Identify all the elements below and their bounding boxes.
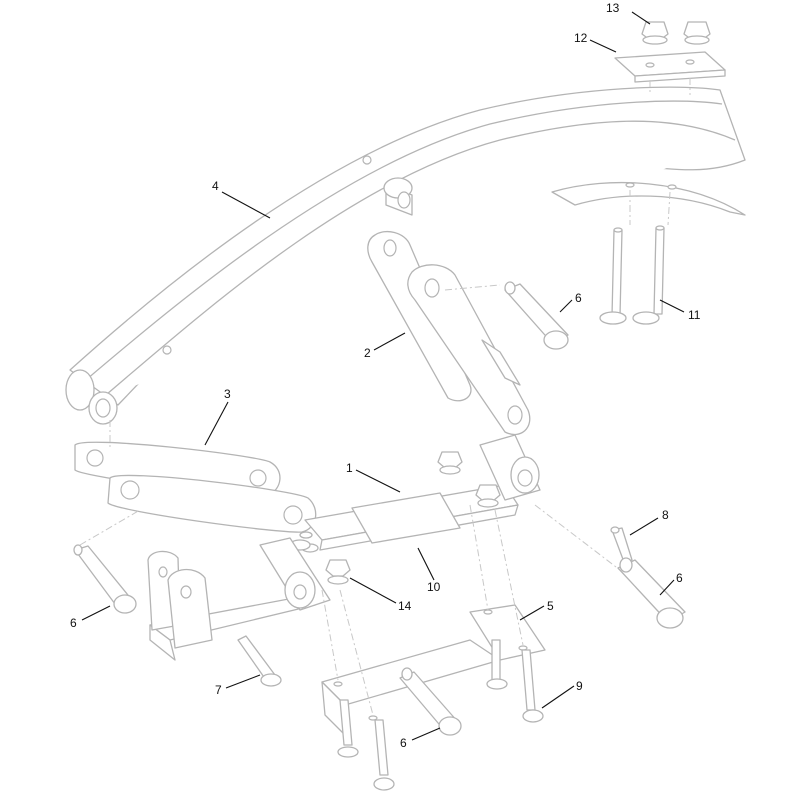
cotter-pin bbox=[610, 526, 633, 563]
base-plate bbox=[289, 484, 519, 553]
callout-2: 2 bbox=[364, 346, 371, 360]
callout-12: 12 bbox=[574, 31, 588, 45]
rocker-tube bbox=[479, 434, 541, 501]
carriage-bolt-a bbox=[599, 227, 627, 325]
base-nut-right bbox=[475, 484, 501, 508]
hex-bolt-b bbox=[373, 719, 395, 791]
clevis-pin-upper bbox=[504, 281, 569, 350]
callout-5: 5 bbox=[547, 599, 554, 613]
callout-6-right: 6 bbox=[676, 571, 683, 585]
callout-11: 11 bbox=[688, 308, 701, 322]
carriage-bolt-b bbox=[632, 225, 665, 325]
callout-6-upper: 6 bbox=[575, 291, 582, 305]
hex-bolt-a bbox=[337, 699, 359, 758]
hex-bolt-c bbox=[486, 639, 508, 690]
pivot-bushing bbox=[383, 177, 413, 216]
callout-1: 1 bbox=[346, 461, 353, 475]
link-plate-rear bbox=[367, 231, 472, 402]
callout-14: 14 bbox=[398, 599, 412, 613]
callout-10: 10 bbox=[427, 580, 441, 594]
clevis-pin-right bbox=[617, 557, 686, 629]
callout-7: 7 bbox=[215, 683, 222, 697]
callout-6-lower: 6 bbox=[400, 736, 407, 750]
base-nut-front bbox=[325, 559, 351, 585]
callout-8: 8 bbox=[662, 508, 669, 522]
small-pin bbox=[237, 635, 282, 687]
clamp-plate bbox=[321, 604, 546, 741]
lower-link-front bbox=[107, 474, 317, 533]
arm-underplate bbox=[551, 181, 746, 216]
base-nut-rear bbox=[437, 451, 463, 475]
clevis-pin-left bbox=[73, 544, 137, 614]
clevis-pin-lower bbox=[399, 667, 462, 736]
flange-nut-b bbox=[683, 21, 711, 45]
small-washer bbox=[299, 531, 313, 539]
leader-lines bbox=[81, 11, 685, 741]
clevis-bracket bbox=[147, 550, 213, 649]
mount-plate bbox=[614, 51, 726, 83]
callout-13: 13 bbox=[606, 1, 620, 15]
link-plate-front bbox=[407, 264, 531, 436]
callout-9: 9 bbox=[576, 679, 583, 693]
hex-bolt-d bbox=[521, 649, 544, 723]
callout-3: 3 bbox=[224, 387, 231, 401]
flange-nut-a bbox=[641, 21, 669, 45]
callout-6-left: 6 bbox=[70, 616, 77, 630]
callout-4: 4 bbox=[212, 179, 219, 193]
callouts: 13 12 4 2 6 11 3 1 8 10 6 14 6 5 7 9 6 bbox=[70, 1, 701, 750]
